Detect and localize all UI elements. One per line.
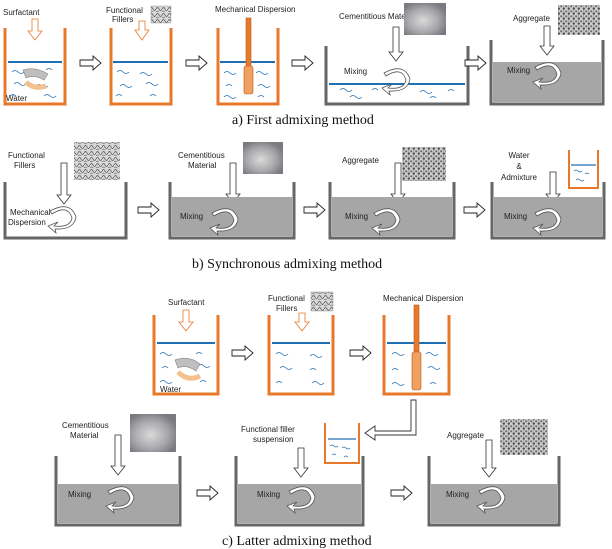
aggregate-label-c: Aggregate [447,431,484,440]
filler-drop-arrow-icon [134,20,150,41]
cement-drop-arrow-icon [388,26,404,62]
mixing-swirl-icon [105,486,135,515]
fiber-photo-icon [310,291,334,312]
fiber-photo-icon [74,142,120,180]
aggregate-drop-arrow-icon [481,439,497,478]
mini-beaker-water [568,150,599,189]
gravel-photo-icon [558,5,600,35]
mixing-label: Mixing [345,212,368,221]
aggregate-drop-arrow-icon [539,25,555,56]
caption-b: b) Synchronous admixing method [192,257,382,272]
flow-arrow-icon [303,202,326,218]
flow-arrow-icon [464,55,487,71]
container-b2: Mixing [168,182,296,240]
flow-arrow-icon [291,55,314,71]
cement-photo-icon [404,3,446,35]
water-admixture-label: Water&Admixture [501,151,538,182]
fiber-photo-icon [150,5,172,24]
cement-photo-icon [130,414,176,452]
mixing-swirl-icon [47,206,77,235]
container-c6: Mixing [427,456,561,527]
surfactant-label-a: Surfactant [3,8,40,17]
water-label: Water [6,94,27,103]
beaker-a3 [216,17,280,106]
flow-arrow-icon [79,55,102,71]
container-c5: Mixing [234,456,365,527]
disperser-probe-icon [413,304,420,356]
filler-drop-arrow-icon [294,312,310,332]
beaker-a1: Water [3,28,67,106]
container-a4: Mixing [324,46,470,106]
gravel-photo-icon [402,147,446,181]
surfactant-drop-arrow-icon [178,309,194,332]
beaker-c2 [267,315,335,396]
mixing-swirl-icon [371,208,401,237]
mechanical-dispersion-label-c: Mechanical Dispersion [383,294,463,303]
mixing-swirl-icon [209,208,239,237]
suspension-drop-arrow-icon [293,447,309,478]
mixing-swirl-icon [532,208,562,237]
aggregate-label-b: Aggregate [342,156,379,165]
flow-arrow-icon [231,345,254,361]
mixing-swirl-icon [381,68,411,97]
elbow-flow-arrow-icon [364,399,417,441]
flow-arrow-icon [349,345,372,361]
aggregate-label-a: Aggregate [513,14,550,23]
flow-arrow-icon [390,485,413,501]
cementitious-material-label-a: Cementitious Material [339,12,417,21]
mixing-swirl-icon [476,486,506,515]
mixing-label: Mixing [180,212,203,221]
surfactant-label-c: Surfactant [168,298,205,307]
caption-c: c) Latter admixing method [222,534,372,549]
flow-arrow-icon [196,485,219,501]
mini-beaker-suspension [324,423,360,464]
disperser-probe-icon [245,17,252,69]
filler-drop-arrow-icon [56,162,72,205]
cement-photo-icon [243,142,283,174]
mixing-swirl-icon [532,62,562,91]
surfactant-drop-arrow-icon [27,18,43,41]
mixing-label: Mixing [68,490,91,499]
cement-drop-arrow-icon [110,434,126,476]
flow-arrow-icon [185,55,208,71]
water-label: Water [160,385,181,394]
caption-a: a) First admixing method [232,113,374,128]
gravel-photo-icon [500,419,548,455]
beaker-c1: Water [152,315,220,396]
mechanical-dispersion-label-a: Mechanical Dispersion [215,5,295,14]
container-b3: Mixing [328,182,456,240]
beaker-a2 [109,28,173,106]
container-a5: Mixing [489,40,605,106]
mixing-label: Mixing [507,66,530,75]
mixing-label: Mixing [504,212,527,221]
mixing-label: Mixing [344,67,367,76]
beaker-c3 [382,304,451,396]
mixing-swirl-icon [286,486,316,515]
container-c4: Mixing [54,456,182,527]
flow-arrow-icon [137,202,160,218]
mixing-label: Mixing [257,490,280,499]
flow-arrow-icon [463,202,486,218]
container-b4: Mixing [490,182,606,240]
mixing-label: Mixing [446,490,469,499]
